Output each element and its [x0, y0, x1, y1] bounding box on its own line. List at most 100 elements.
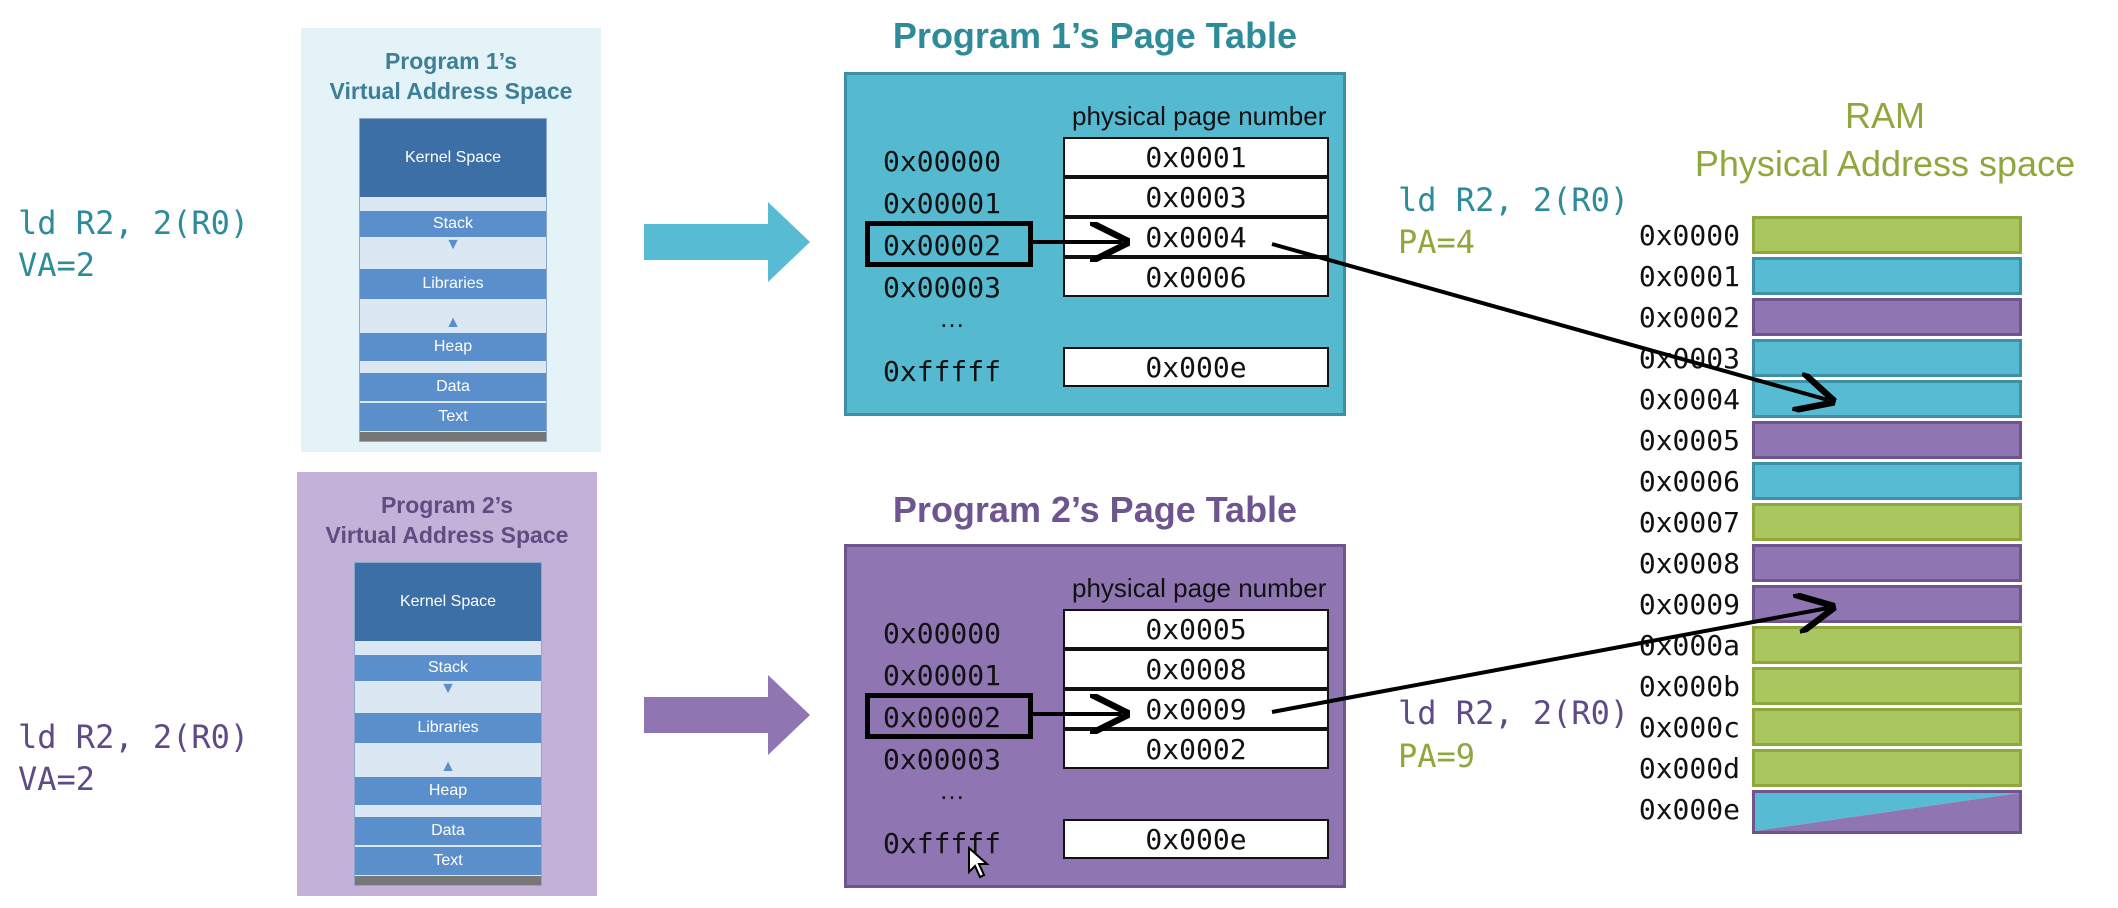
ram-page-0x000a — [1752, 626, 2022, 664]
ram-page-0x0008 — [1752, 544, 2022, 582]
reserved-segment — [360, 432, 546, 441]
ram-address-label: 0x0005 — [1638, 424, 1740, 457]
data-segment: Data — [355, 817, 541, 845]
program1-translate-arrow-icon — [644, 202, 810, 282]
stack-segment: Stack — [355, 655, 541, 681]
program1-pa: PA=4 — [1398, 223, 1476, 261]
program1-page-table-title: Program 1’s Page Table — [892, 15, 1298, 56]
libraries-segment: Libraries — [360, 269, 546, 299]
ppn-cell-3: 0x0002 — [1063, 729, 1329, 769]
ram-title-line2: Physical Address space — [1694, 143, 2076, 184]
program1-va: VA=2 — [18, 246, 96, 284]
vpn-row-2: 0x00002 — [883, 229, 1002, 262]
text-segment: Text — [355, 847, 541, 875]
program1-vas-title-line2: Virtual Address Space — [329, 78, 573, 104]
program2-virtual-address-space: Program 2’s Virtual Address Space Kernel… — [297, 472, 597, 896]
ram-address-label: 0x0003 — [1638, 342, 1740, 375]
vpn-row-last: 0xfffff — [883, 827, 1002, 860]
ram-page-0x0004 — [1752, 380, 2022, 418]
program1-instruction: ld R2, 2(R0) — [18, 204, 250, 242]
ram-address-label: 0x000e — [1638, 793, 1740, 826]
program1-page-table: physical page number 0x00000 0x00001 0x0… — [844, 72, 1346, 416]
ram-page-0x000b — [1752, 667, 2022, 705]
ppn-cell-0: 0x0001 — [1063, 137, 1329, 177]
ram-address-label: 0x000d — [1638, 752, 1740, 785]
ram-address-label: 0x0007 — [1638, 506, 1740, 539]
mouse-cursor-icon — [968, 846, 990, 879]
ppn-cell-last: 0x000e — [1063, 819, 1329, 859]
ram-page-0x0009 — [1752, 585, 2022, 623]
program2-page-table: physical page number 0x00000 0x00001 0x0… — [844, 544, 1346, 888]
ram-page-0x0002 — [1752, 298, 2022, 336]
ram-address-label: 0x000c — [1638, 711, 1740, 744]
vpn-row-1: 0x00001 — [883, 659, 1002, 692]
program1-result-instruction: ld R2, 2(R0) — [1398, 181, 1630, 219]
vpn-row-0: 0x00000 — [883, 617, 1002, 650]
ram-page-0x000d — [1752, 749, 2022, 787]
ellipsis: … — [939, 303, 965, 333]
program2-vas-title-line2: Virtual Address Space — [325, 522, 569, 548]
ellipsis: … — [939, 775, 965, 805]
ram-address-label: 0x000a — [1638, 629, 1740, 662]
vpn-row-2: 0x00002 — [883, 701, 1002, 734]
program2-result-instruction: ld R2, 2(R0) — [1398, 694, 1630, 732]
ppn-cell-2: 0x0009 — [1063, 689, 1329, 729]
ram-page-0x000e — [1752, 790, 2022, 834]
vpn-row-3: 0x00003 — [883, 743, 1002, 776]
reserved-segment — [355, 876, 541, 885]
program2-vas-title-line1: Program 2’s — [380, 492, 514, 518]
heap-segment: Heap — [355, 777, 541, 805]
vpn-row-1: 0x00001 — [883, 187, 1002, 220]
ram-address-label: 0x000b — [1638, 670, 1740, 703]
program1-virtual-address-space: Program 1’s Virtual Address Space Kernel… — [301, 28, 601, 452]
ram-page-0x0000 — [1752, 216, 2022, 254]
ram-title: RAM Physical Address space — [1660, 92, 2110, 188]
ram-address-label: 0x0000 — [1638, 219, 1740, 252]
ppn-cell-last: 0x000e — [1063, 347, 1329, 387]
ram-address-label: 0x0001 — [1638, 260, 1740, 293]
program2-va: VA=2 — [18, 760, 96, 798]
program2-vas-column: Kernel Space Stack ▼ Libraries ▲ Heap Da… — [354, 562, 542, 886]
stack-grow-down-icon: ▼ — [440, 680, 456, 697]
vpn-row-3: 0x00003 — [883, 271, 1002, 304]
ppn-header: physical page number — [1072, 573, 1327, 603]
ppn-cell-1: 0x0008 — [1063, 649, 1329, 689]
ram-page-0x0007 — [1752, 503, 2022, 541]
program1-vas-column: Kernel Space Stack ▼ Libraries ▲ Heap Da… — [359, 118, 547, 442]
vpn-row-0: 0x00000 — [883, 145, 1002, 178]
program1-vas-title: Program 1’s Virtual Address Space — [301, 46, 601, 106]
heap-grow-up-icon: ▲ — [440, 758, 456, 775]
stack-grow-down-icon: ▼ — [445, 236, 461, 253]
program2-page-table-title: Program 2’s Page Table — [892, 489, 1298, 530]
ppn-cell-0: 0x0005 — [1063, 609, 1329, 649]
program2-pa: PA=9 — [1398, 737, 1476, 775]
data-segment: Data — [360, 373, 546, 401]
program2-translate-arrow-icon — [644, 675, 810, 755]
program1-vas-title-line1: Program 1’s — [384, 48, 518, 74]
stack-segment: Stack — [360, 211, 546, 237]
ram-address-label: 0x0004 — [1638, 383, 1740, 416]
highlighted-vpn-box — [865, 221, 1033, 267]
text-segment: Text — [360, 403, 546, 431]
ram-page-0x0005 — [1752, 421, 2022, 459]
vpn-row-last: 0xfffff — [883, 355, 1002, 388]
program1-to-ram-arrow-icon — [1271, 242, 1828, 400]
highlighted-vpn-box — [865, 693, 1033, 739]
kernel-space-segment: Kernel Space — [360, 119, 546, 197]
ram-page-0x000c — [1752, 708, 2022, 746]
heap-segment: Heap — [360, 333, 546, 361]
ram-page-0x0003 — [1752, 339, 2022, 377]
libraries-segment: Libraries — [355, 713, 541, 743]
ram-address-label: 0x0006 — [1638, 465, 1740, 498]
ram-page-0x0006 — [1752, 462, 2022, 500]
ram-page-0x0001 — [1752, 257, 2022, 295]
ppn-cell-2: 0x0004 — [1063, 217, 1329, 257]
ppn-header: physical page number — [1072, 101, 1327, 131]
ppn-cell-1: 0x0003 — [1063, 177, 1329, 217]
ram-address-label: 0x0008 — [1638, 547, 1740, 580]
kernel-space-segment: Kernel Space — [355, 563, 541, 641]
heap-grow-up-icon: ▲ — [445, 314, 461, 331]
ram-address-label: 0x0002 — [1638, 301, 1740, 334]
program2-instruction: ld R2, 2(R0) — [18, 718, 250, 756]
shared-page-split-icon — [1755, 793, 2019, 831]
